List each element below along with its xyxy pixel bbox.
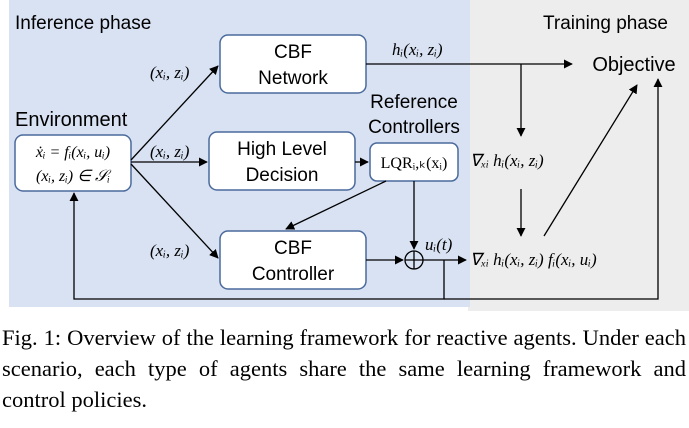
cbf-network-label-line2: Network (258, 68, 328, 89)
objective-label: Objective (592, 54, 675, 76)
high-level-decision-box (208, 131, 356, 191)
gradient-h-times-f-label: ∇ₓᵢ hᵢ(xᵢ, zᵢ) fᵢ(xᵢ, uᵢ) (470, 250, 597, 269)
framework-diagram: Inference phase Training phase Environme… (9, 0, 689, 311)
environment-box (14, 134, 132, 192)
lqr-label: LQRᵢ,ₖ(xᵢ) (381, 155, 448, 172)
edge-env-to-cbf-network (130, 65, 219, 161)
training-phase-title: Training phase (543, 13, 668, 34)
figure-caption: Fig. 1: Overview of the learning framewo… (2, 322, 686, 415)
environment-dynamics-eq: ẋᵢ = fᵢ(xᵢ, uᵢ) (35, 144, 110, 161)
gradient-h-label: ∇ₓᵢ hᵢ(xᵢ, zᵢ) (470, 151, 544, 170)
reference-controllers-title-line2: Controllers (368, 117, 460, 138)
cbf-controller-label-line1: CBF (274, 238, 312, 259)
high-level-decision-label-line1: High Level (237, 139, 327, 160)
environment-safe-set-eq: (xᵢ, zᵢ) ∈ 𝒮ᵢ (36, 168, 112, 185)
figure-caption-label: Fig. 1: (2, 325, 62, 350)
edge-label-control-output: uᵢ(t) (425, 235, 453, 254)
environment-title: Environment (15, 109, 128, 131)
edge-label-state-top: (xᵢ, zᵢ) (150, 63, 190, 82)
training-phase-region (468, 0, 689, 311)
high-level-decision-label-line2: Decision (246, 165, 319, 186)
edge-feedback-to-environment (69, 192, 445, 300)
edge-grad-f-to-objective (543, 84, 638, 237)
inference-phase-title: Inference phase (15, 13, 151, 34)
edge-env-to-cbf-controller (130, 163, 219, 259)
cbf-controller-label-line2: Controller (252, 264, 335, 285)
edge-feedback-to-objective (444, 78, 663, 300)
reference-controllers-title-line1: Reference (370, 92, 458, 113)
edge-lqr-to-cbf-controller (285, 180, 387, 230)
edge-label-state-mid: (xᵢ, zᵢ) (150, 142, 190, 161)
cbf-network-label-line1: CBF (274, 42, 312, 63)
edge-label-h-output: hᵢ(xᵢ, zᵢ) (392, 40, 443, 59)
edge-label-state-bottom: (xᵢ, zᵢ) (150, 241, 190, 260)
figure-caption-text: Overview of the learning framework for r… (2, 325, 687, 412)
